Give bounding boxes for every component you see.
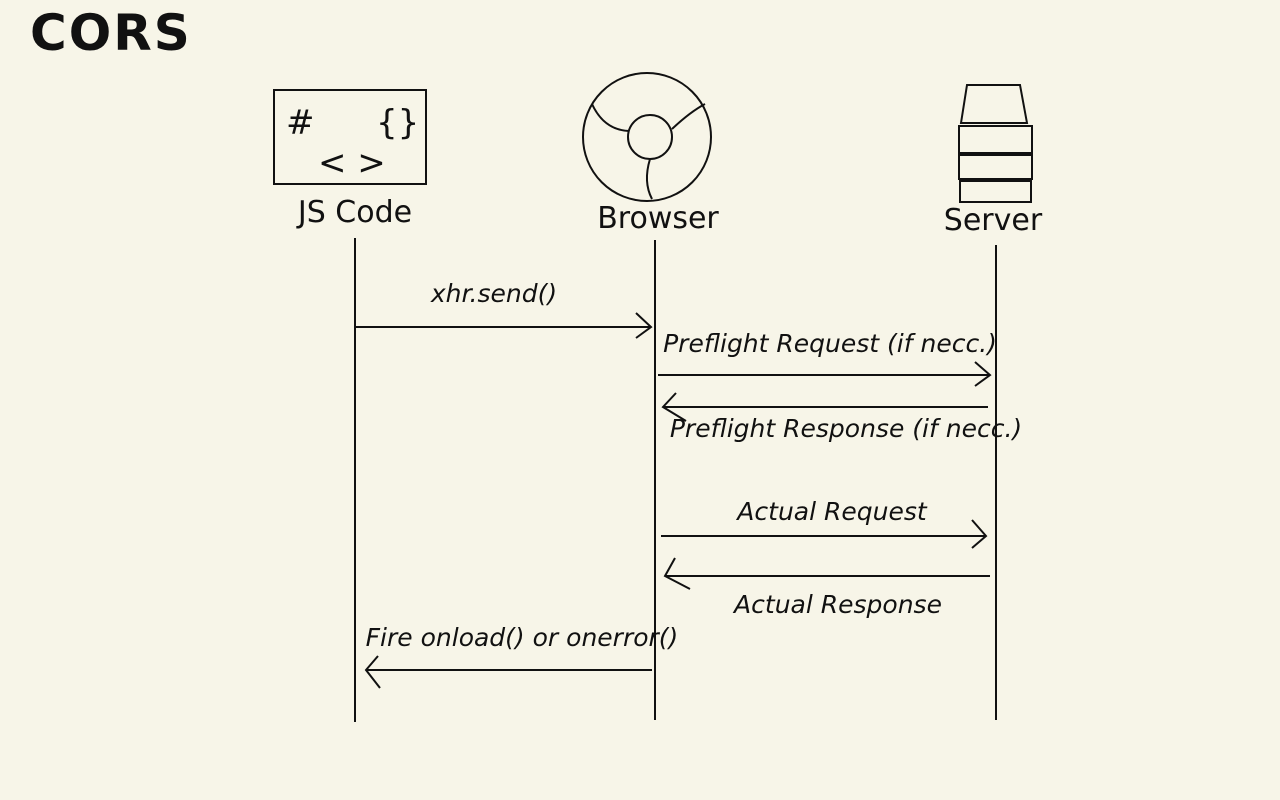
- message-label-preflight-request: Preflight Request (if necc.): [663, 329, 997, 358]
- actor-label-server: Server: [944, 203, 1043, 238]
- message-label-actual-response: Actual Response: [732, 590, 942, 619]
- server-icon: [958, 84, 1033, 203]
- actor-label-js-code: JS Code: [296, 195, 412, 230]
- code-icon: [273, 89, 427, 185]
- message-label-preflight-response: Preflight Response (if necc.): [670, 414, 1022, 443]
- hash-glyph: #: [286, 103, 315, 143]
- browser-icon: [582, 72, 712, 202]
- message-label-fire-onload: Fire onload() or onerror(): [366, 623, 679, 652]
- arrow-preflight-response: [661, 392, 988, 422]
- diagram-title: CORS: [30, 4, 192, 62]
- arrow-actual-request: [661, 519, 988, 549]
- arrow-actual-response: [663, 557, 990, 590]
- message-label-xhr-send: xhr.send(): [430, 279, 557, 308]
- braces-glyph: {}: [376, 103, 419, 143]
- message-label-actual-request: Actual Request: [735, 497, 928, 526]
- arrow-xhr-send: [356, 312, 653, 339]
- arrow-preflight-request: [658, 361, 992, 387]
- angle-brackets-glyph: < >: [318, 143, 386, 183]
- actor-label-browser: Browser: [597, 201, 719, 236]
- arrow-fire-onload: [364, 655, 652, 689]
